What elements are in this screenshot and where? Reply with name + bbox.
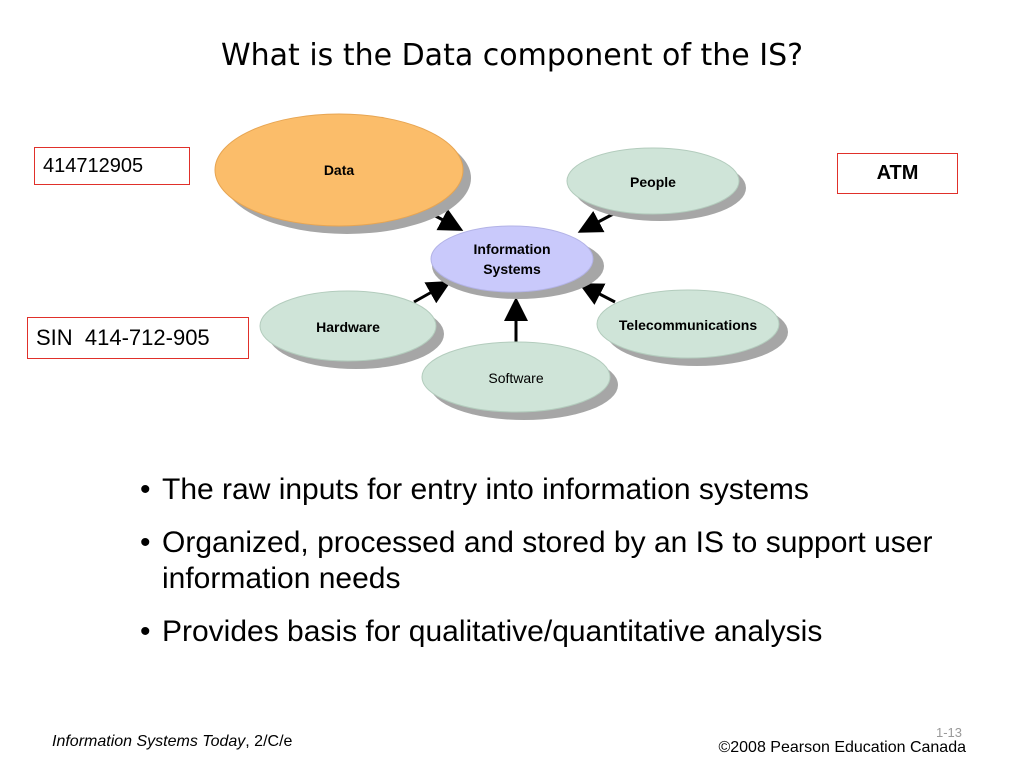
bullet-list: The raw inputs for entry into informatio… <box>140 472 1000 667</box>
people-node-label: People <box>630 174 676 190</box>
slide-number: 1-13 <box>935 725 962 740</box>
footer-book-credit: Information Systems Today, 2/C/e <box>52 733 292 751</box>
footer-copyright: ©2008 Pearson Education Canada <box>718 739 966 756</box>
arrow-hardware-to-is <box>413 281 452 304</box>
bullet-item: Organized, processed and stored by an IS… <box>140 525 1000 597</box>
telecommunications-node: Telecommunications <box>596 289 788 366</box>
atm-example: ATM <box>837 153 958 194</box>
is-components-diagram: Data People Information Systems Hardware… <box>214 113 788 420</box>
hardware-node-label: Hardware <box>316 319 380 335</box>
telecommunications-node-label: Telecommunications <box>619 317 757 333</box>
slide-title: What is the Data component of the IS? <box>220 38 804 73</box>
software-node: Software <box>421 341 618 420</box>
bullet-item: The raw inputs for entry into informatio… <box>140 472 1000 508</box>
hardware-node: Hardware <box>259 290 444 369</box>
id-number-example: 414712905 <box>34 147 190 185</box>
center-node-label-line2: Systems <box>483 261 541 277</box>
center-node-label-line1: Information <box>474 241 551 257</box>
software-node-label: Software <box>488 370 543 386</box>
arrow-telecom-to-is <box>578 283 616 305</box>
footer-edition: , 2/C/e <box>245 733 293 750</box>
information-systems-node: Information Systems <box>430 225 604 299</box>
bullet-item: Provides basis for qualitative/quantitat… <box>140 614 1000 650</box>
data-node: Data <box>214 113 471 234</box>
data-node-label: Data <box>324 162 355 178</box>
footer-book-title: Information Systems Today <box>52 733 246 750</box>
people-node: People <box>566 147 746 221</box>
sin-example: SIN 414-712-905 <box>27 317 249 359</box>
